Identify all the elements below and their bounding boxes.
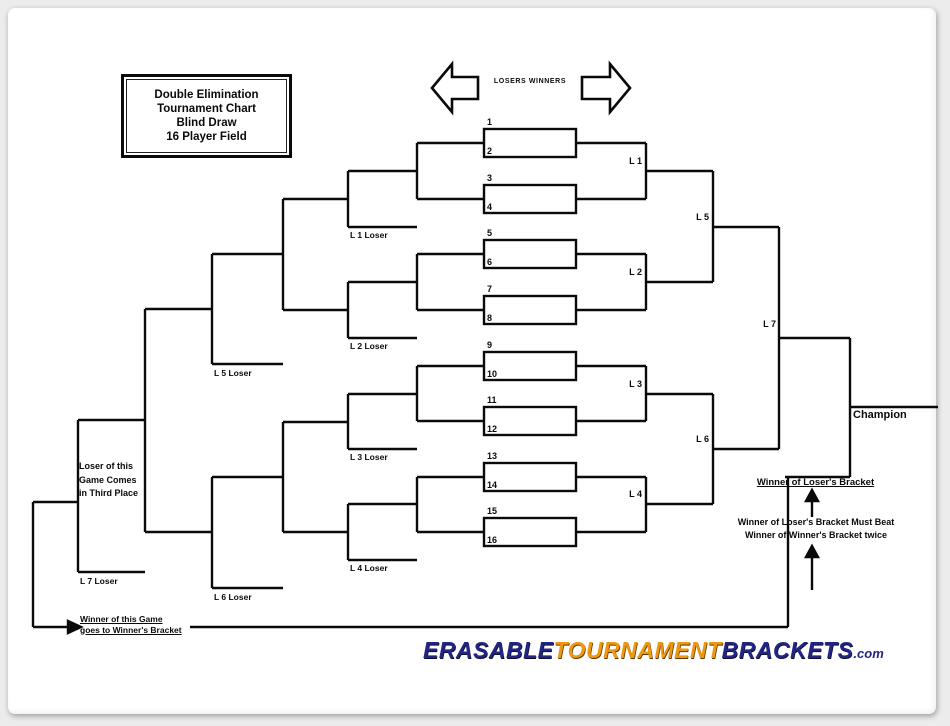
player-number-10: 10	[487, 369, 498, 379]
must-beat-note: Winner of Loser's Bracket Must Beat Winn…	[716, 516, 916, 541]
game-label-l6: L 6	[696, 434, 709, 444]
drop-label-l5-loser: L 5 Loser	[214, 368, 252, 378]
branding-erasable: ERASABLE	[423, 637, 554, 663]
must-beat-line-1: Winner of Loser's Bracket Must Beat	[737, 517, 895, 527]
game-label-l5: L 5	[696, 212, 709, 222]
game-label-l1: L 1	[629, 156, 642, 166]
up-arrowhead-1	[803, 487, 821, 503]
player-number-11: 11	[487, 395, 497, 405]
game-label-l3: L 3	[629, 379, 642, 389]
player-number-14: 14	[487, 480, 498, 490]
up-arrowhead-2	[803, 543, 821, 559]
branding-brackets: BRACKETS	[721, 637, 854, 663]
player-number-12: 12	[487, 424, 498, 434]
branding-dot-com: .com	[853, 646, 884, 661]
player-number-1: 1	[487, 117, 493, 127]
title-box: Double Elimination Tournament Chart Blin…	[121, 74, 292, 158]
drop-label-l6-loser: L 6 Loser	[214, 592, 252, 602]
third-place-line-1: Loser of this	[79, 461, 134, 471]
losers-direction-arrow	[430, 60, 480, 116]
player-number-5: 5	[487, 228, 493, 238]
paper-sheet	[8, 8, 936, 714]
third-place-line-2: Game Comes	[79, 474, 137, 485]
title-line-4: 16 Player Field	[166, 131, 247, 143]
winner-of-losers-bracket-label: Winner of Loser's Bracket	[756, 477, 875, 488]
player-number-7: 7	[487, 284, 493, 294]
drop-label-l2-loser: L 2 Loser	[350, 341, 388, 351]
third-place-line-3: in Third Place	[79, 488, 139, 498]
direction-arrows	[430, 60, 632, 116]
player-number-4: 4	[487, 202, 493, 212]
third-place-note: Loser of this Game Comes in Third Place	[79, 460, 145, 501]
bottom-left-arrowhead	[66, 619, 84, 635]
player-number-6: 6	[487, 257, 493, 267]
title-line-3: Blind Draw	[176, 117, 237, 129]
winner-to-winners-bracket-note: Winner of this Game goes to Winner's Bra…	[80, 614, 200, 635]
drop-label-l4-loser: L 4 Loser	[350, 563, 388, 573]
title-line-1: Double Elimination	[154, 89, 259, 101]
bottom-note-line-2: goes to Winner's Bracket	[80, 624, 182, 635]
winners-bracket-lines	[576, 141, 938, 534]
bottom-note-line-1: Winner of this Game	[80, 614, 163, 624]
branding-logo: ERASABLETOURNAMENTBRACKETS.com	[423, 638, 884, 666]
champion-label: Champion	[853, 409, 907, 421]
branding-tournament: TOURNAMENT	[553, 637, 722, 663]
title-box-inner-border: Double Elimination Tournament Chart Blin…	[126, 79, 287, 153]
drop-label-l1-loser: L 1 Loser	[350, 230, 388, 240]
losers-bracket-lines	[31, 141, 850, 629]
player-number-8: 8	[487, 313, 493, 323]
player-number-3: 3	[487, 173, 493, 183]
drop-label-l7-loser: L 7 Loser	[80, 576, 118, 586]
winners-direction-arrow	[580, 60, 632, 116]
game-label-l7: L 7	[763, 319, 776, 329]
game-label-l2: L 2	[629, 267, 642, 277]
must-beat-line-2: Winner of Winner's Bracket twice	[744, 529, 887, 540]
player-number-9: 9	[487, 340, 493, 350]
player-number-16: 16	[487, 535, 498, 545]
title-line-2: Tournament Chart	[157, 103, 256, 115]
flow-arrows	[66, 487, 821, 635]
player-number-13: 13	[487, 451, 498, 461]
game-label-l4: L 4	[629, 489, 642, 499]
player-number-2: 2	[487, 146, 493, 156]
player-number-15: 15	[487, 506, 498, 516]
drop-label-l3-loser: L 3 Loser	[350, 452, 388, 462]
losers-winners-legend: LOSERS WINNERS	[493, 78, 567, 85]
